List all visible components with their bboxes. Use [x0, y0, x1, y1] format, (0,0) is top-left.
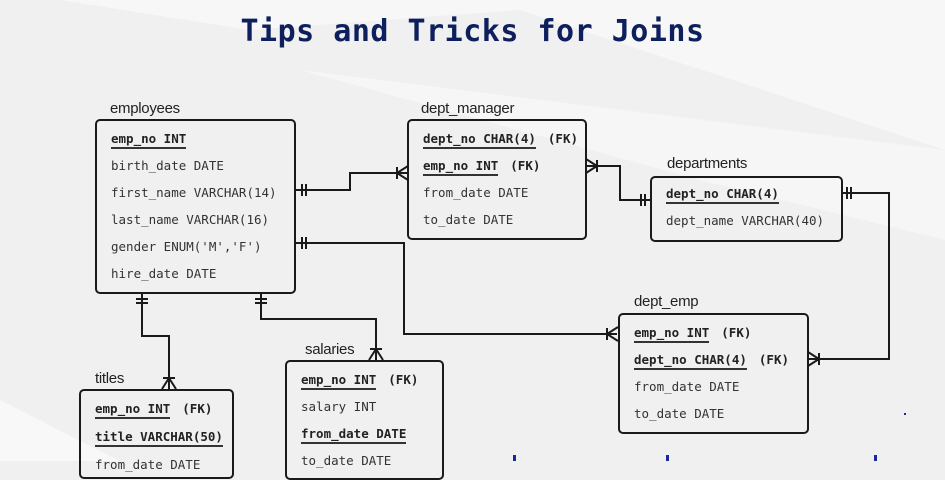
entity-dept-manager: dept_no CHAR(4) (FK) emp_no INT (FK) from_da… [407, 119, 587, 240]
field-row: emp_no INT (FK) [634, 325, 752, 343]
field-name: hire_date DATE [111, 266, 217, 281]
rel-employees-dept-manager [295, 172, 408, 191]
cursor-dot [904, 413, 906, 415]
field-name: to_date DATE [634, 406, 725, 421]
primary-key-field: title VARCHAR(50) [95, 429, 223, 447]
entity-title-salaries: salaries [305, 341, 355, 358]
rel-departments-dept-manager [586, 165, 651, 201]
primary-key-field: emp_no INT [634, 325, 710, 343]
crowsfoot-marker [161, 377, 177, 390]
slide-title: Tips and Tricks for Joins [240, 14, 705, 49]
relationship-lines [136, 158, 890, 390]
rel-employees-salaries [260, 293, 377, 360]
entity-dept-emp: emp_no INT (FK) dept_no CHAR(4) (FK) from_da… [618, 313, 809, 434]
entity-title-dept-manager: dept_manager [421, 100, 515, 117]
field-row: dept_name VARCHAR(40) [666, 213, 824, 228]
field-name: from_date DATE [95, 457, 201, 472]
field-row: salary INT [301, 399, 376, 414]
field-name: from_date DATE [423, 185, 529, 200]
field-row: to_date DATE [634, 406, 724, 421]
field-row: hire_date DATE [111, 266, 216, 281]
field-name: gender ENUM('M','F') [111, 239, 262, 254]
cut-off-text-fragment [513, 455, 516, 461]
one-only-marker [255, 298, 267, 304]
foreign-key-tag: (FK) [758, 352, 789, 367]
one-only-marker [846, 187, 852, 199]
field-name: birth_date DATE [111, 158, 224, 173]
field-row: dept_no CHAR(4) (FK) [423, 131, 578, 149]
foreign-key-tag: (FK) [721, 325, 752, 340]
field-row: to_date DATE [423, 212, 513, 227]
field-row: birth_date DATE [111, 158, 224, 173]
foreign-key-tag: (FK) [547, 131, 578, 146]
primary-key-field: dept_no CHAR(4) [666, 186, 779, 204]
rel-employees-titles [141, 293, 170, 389]
field-row: from_date DATE [634, 379, 739, 394]
field-name: from_date DATE [634, 379, 740, 394]
field-row: from_date DATE [301, 426, 407, 444]
foreign-key-tag: (FK) [182, 401, 213, 416]
primary-key-field: emp_no INT [301, 372, 377, 390]
foreign-key-tag: (FK) [510, 158, 541, 173]
field-row: dept_no CHAR(4) (FK) [634, 352, 789, 370]
field-row: emp_no INT [111, 131, 187, 149]
primary-key-field: emp_no INT [111, 131, 187, 149]
entity-departments: dept_no CHAR(4) dept_name VARCHAR(40) [650, 176, 843, 242]
field-row: from_date DATE [423, 185, 528, 200]
field-row: emp_no INT (FK) [95, 401, 213, 419]
primary-key-field: dept_no CHAR(4) [634, 352, 747, 370]
one-only-marker [301, 237, 307, 249]
field-name: salary INT [301, 399, 377, 414]
crowsfoot-marker [368, 348, 384, 361]
one-only-marker [301, 184, 307, 196]
field-row: last_name VARCHAR(16) [111, 212, 269, 227]
one-only-marker [640, 194, 646, 206]
rel-employees-dept-emp [295, 242, 617, 335]
field-row: gender ENUM('M','F') [111, 239, 262, 254]
field-row: emp_no INT (FK) [301, 372, 419, 390]
crowsfoot-marker [807, 351, 820, 367]
crowsfoot-marker [396, 165, 409, 181]
primary-key-field: emp_no INT [95, 401, 171, 419]
field-name: dept_name VARCHAR(40) [666, 213, 825, 228]
cut-off-text-fragment [874, 455, 877, 461]
cut-off-text-fragment [666, 455, 669, 461]
field-name: first_name VARCHAR(14) [111, 185, 277, 200]
rel-departments-dept-emp [808, 192, 890, 360]
entity-title-dept-emp: dept_emp [634, 293, 699, 310]
primary-key-field: dept_no CHAR(4) [423, 131, 536, 149]
field-row: title VARCHAR(50) [95, 429, 223, 447]
entity-titles: emp_no INT (FK) title VARCHAR(50) from_date… [79, 389, 234, 479]
one-only-marker [136, 298, 148, 304]
field-name: last_name VARCHAR(16) [111, 212, 270, 227]
primary-key-field: from_date DATE [301, 426, 407, 444]
entity-employees: emp_no INT birth_date DATE first_name VARC… [95, 119, 296, 294]
field-row: from_date DATE [95, 457, 200, 472]
primary-key-field: emp_no INT [423, 158, 499, 176]
crowsfoot-marker [606, 326, 619, 342]
field-row: dept_no CHAR(4) [666, 186, 779, 204]
foreign-key-tag: (FK) [388, 372, 419, 387]
field-name: to_date DATE [423, 212, 514, 227]
entity-title-departments: departments [667, 155, 748, 172]
field-row: emp_no INT (FK) [423, 158, 541, 176]
field-row: first_name VARCHAR(14) [111, 185, 277, 200]
crowsfoot-marker [585, 158, 598, 174]
entity-title-titles: titles [95, 370, 125, 387]
entity-title-employees: employees [110, 100, 180, 117]
